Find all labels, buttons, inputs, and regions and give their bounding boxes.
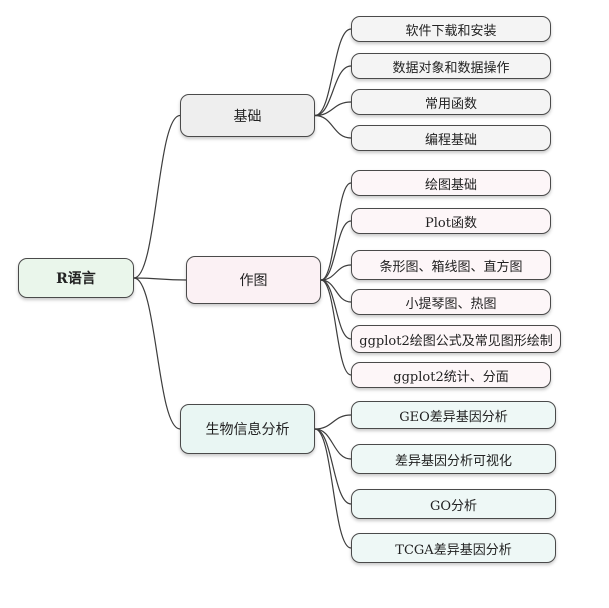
link-basic-leaf [314,28,352,117]
leaf-node: 数据对象和数据操作 [351,53,551,79]
root-node: R语言 [18,258,134,298]
leaf-node: 小提琴图、热图 [351,289,551,315]
leaf-node: Plot函数 [351,208,551,234]
leaf-node: TCGA差异基因分析 [351,533,556,563]
link-root-basic [133,114,181,279]
link-bio-leaf [314,428,352,460]
link-plot-leaf [320,182,352,281]
link-bio-leaf [314,428,352,549]
link-plot-leaf [320,279,352,376]
leaf-node: 绘图基础 [351,170,551,196]
leaf-node: 软件下载和安装 [351,16,551,42]
leaf-node: 差异基因分析可视化 [351,444,556,474]
leaf-node: 编程基础 [351,125,551,151]
leaf-node: ggplot2绘图公式及常见图形绘制 [351,325,561,353]
leaf-node: 常用函数 [351,89,551,115]
link-root-plot [133,277,187,281]
branch-node-basic: 基础 [180,94,315,137]
link-bio-leaf [314,414,352,430]
link-plot-leaf [320,279,352,340]
leaf-node: 条形图、箱线图、直方图 [351,250,551,280]
link-plot-leaf [320,264,352,281]
link-basic-leaf [314,65,352,117]
link-bio-leaf [314,428,352,505]
leaf-node: ggplot2统计、分面 [351,362,551,388]
leaf-node: GEO差异基因分析 [351,401,556,429]
leaf-node: GO分析 [351,489,556,519]
link-basic-leaf [314,114,352,139]
branch-node-bio: 生物信息分析 [180,404,315,454]
link-basic-leaf [314,101,352,117]
branch-node-plot: 作图 [186,256,321,304]
link-root-bio [133,277,181,430]
link-plot-leaf [320,220,352,281]
